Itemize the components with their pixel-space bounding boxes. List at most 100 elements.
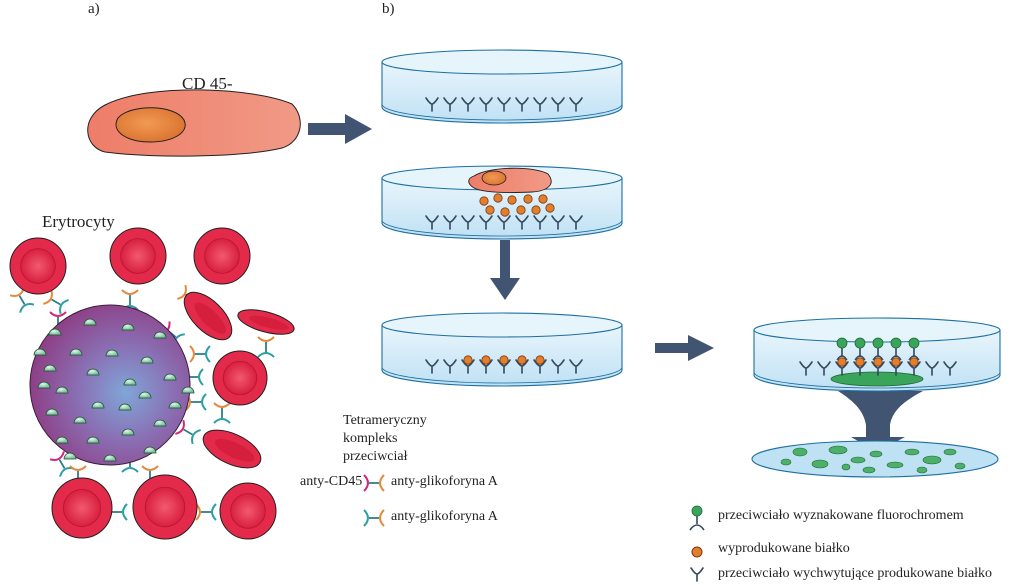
protein-dot [507,195,517,205]
capture-antibody-icon [569,215,583,230]
capture-antibody-icon [551,359,565,374]
antibody-arm-left [189,345,195,363]
green-spot [916,466,928,474]
surface-marker [140,356,154,364]
erythrocyte-center [194,302,226,334]
antibody-arm-right [205,345,211,363]
legend-fluoro-label: przeciwciało wyznakowane fluorochromem [718,508,964,523]
green-spot [811,459,829,469]
panel-a-label: a) [88,1,100,17]
surface-marker [118,403,132,411]
green-spot [954,462,966,470]
surface-marker [86,368,100,376]
antibody-link [51,298,61,306]
antibody-arm-left [213,402,231,408]
panel-b-label: b) [382,1,395,17]
protein-dot [837,357,847,367]
antibody-arm-right [201,393,207,411]
antibody-arm-right [122,503,128,521]
dish-rim [381,49,623,75]
sphere-cell [29,304,195,466]
capture-antibody-icon [479,359,493,374]
antibody-arm-right [213,418,231,424]
capture-antibody-icon [551,215,565,230]
fluorochrome-dot [691,505,703,517]
dish-fluorescent-detection [753,317,1001,392]
protein-dot [481,355,491,365]
antibody-arm-left [49,311,67,317]
dish-wall [381,324,623,387]
protein-dot [516,205,526,215]
green-spot [943,448,957,456]
surface-marker [33,348,47,356]
protein-dot-icon [691,546,703,558]
antibody-arm-left [69,465,87,471]
protein-dot [531,205,541,215]
complex-title-line-2: kompleks [343,431,398,446]
surface-marker [45,408,59,416]
antibody-arm-right [379,509,385,527]
legend-icons [689,505,705,582]
surface-marker [163,373,177,381]
surface-marker [103,454,117,462]
antibody-arm-right [379,474,385,492]
antibody-arm-right [198,368,204,386]
green-spot [862,466,876,474]
surface-marker [63,452,77,460]
sphere-body [29,304,191,466]
antibody-arm-right [59,299,69,315]
capture-antibody-icon [461,97,475,112]
green-spot [886,461,904,469]
dish-base-line [381,366,623,384]
erythrocyte [212,350,268,406]
fluoro-antibody-icon [689,505,705,531]
detection-antibody-arm [872,355,884,361]
antibody-arm-right [121,467,139,473]
green-spot [850,456,866,464]
green-spot [922,455,942,465]
detection-antibody-arm [908,355,920,361]
capture-antibody-icon [461,215,475,230]
green-spot [780,458,792,466]
capture-antibody-icon [569,359,583,374]
left-panel [9,89,385,540]
detection-antibody-arm [854,355,866,361]
surface-marker [123,378,137,386]
erythrocyte-center [120,238,156,274]
surface-marker [69,348,83,356]
erythrocytes [9,227,295,540]
capture-antibody-icon [425,97,439,112]
capture-antibody-icon [443,97,457,112]
capture-antibody-icon [907,361,921,376]
protein-dot [545,203,555,213]
green-spot [841,463,851,471]
erythrocyte-center [63,488,102,527]
fluorochrome-dot [890,337,902,349]
capture-antibody-icon [515,359,529,374]
arrow-right-1 [308,114,372,144]
tetramer-complex [43,289,69,315]
antibody-arm-left [141,465,159,471]
antibody-arm-right [191,429,201,445]
tetramer-symbol-cd45 [363,474,385,492]
erythrocyte-center [20,248,56,284]
protein-dot [517,355,527,365]
anti-glycophorin-label-2: anty-glikoforyna A [391,509,498,524]
green-spot [792,447,808,457]
surface-marker [143,446,157,454]
arrow-down [490,240,520,300]
capture-antibody-icon [925,361,939,376]
protein-dot [855,357,865,367]
capture-antibody-icon [871,361,885,376]
antibody-link [18,295,26,305]
dish-with-cell [381,165,623,240]
protein-dot [493,193,503,203]
capture-antibody-icon [817,361,831,376]
surface-marker [105,349,119,357]
protein-dot [873,357,883,367]
fluorochrome-dot [836,337,848,349]
protein-dot [485,205,495,215]
capture-antibody-icon [533,215,547,230]
green-spot [904,448,920,456]
